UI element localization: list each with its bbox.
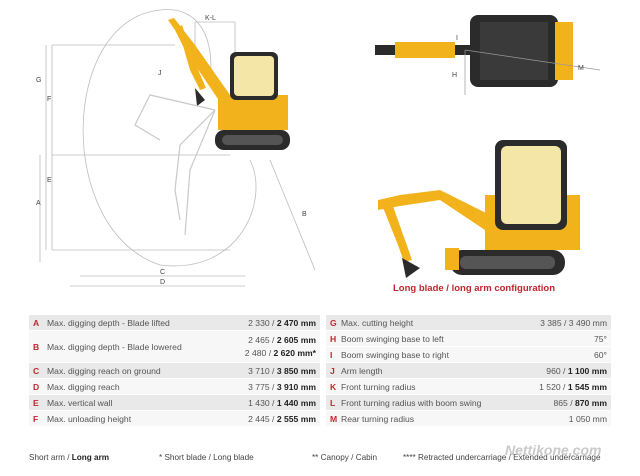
long-arm-excavator bbox=[378, 140, 580, 278]
side-excavator bbox=[168, 18, 290, 150]
label-d: D bbox=[160, 279, 165, 286]
label-m: M bbox=[578, 65, 584, 72]
reach-envelope bbox=[82, 9, 257, 267]
label-i: I bbox=[456, 35, 458, 42]
table-row: E Max. vertical wall 1 430 / 1 440 mm L … bbox=[29, 394, 611, 411]
label-j: J bbox=[158, 70, 162, 77]
footer-canopy: ** Canopy / Cabin bbox=[312, 453, 378, 462]
label-e: E bbox=[47, 177, 52, 184]
table-row: F Max. unloading height 2 445 / 2 555 mm… bbox=[29, 410, 611, 427]
table-row: I Boom swinging base to right 60° bbox=[29, 346, 611, 363]
label-f: F bbox=[47, 96, 51, 103]
label-g: G bbox=[36, 77, 41, 84]
table-row: B Max. digging depth - Blade lowered 2 4… bbox=[29, 330, 611, 363]
table-row: A Max. digging depth - Blade lifted 2 33… bbox=[29, 315, 611, 331]
label-h: H bbox=[452, 72, 457, 79]
footer-undercarriage: **** Retracted undercarriage / Extended … bbox=[403, 453, 601, 462]
footer-blade: * Short blade / Long blade bbox=[159, 453, 254, 462]
label-b: B bbox=[302, 211, 307, 218]
label-a: A bbox=[36, 200, 41, 207]
footer-arm: Short arm / Long arm bbox=[29, 453, 110, 462]
configuration-caption: Long blade / long arm configuration bbox=[393, 283, 556, 294]
spec-table: A Max. digging depth - Blade lifted 2 33… bbox=[29, 315, 611, 427]
table-row: D Max. digging reach 3 775 / 3 910 mm K … bbox=[29, 378, 611, 395]
dimension-diagram: K-L G F E A J B C D I H M bbox=[36, 9, 601, 287]
top-view-excavator bbox=[375, 15, 601, 95]
label-c: C bbox=[160, 269, 165, 276]
table-row: C Max. digging reach on ground 3 710 / 3… bbox=[29, 362, 611, 379]
label-kl: K-L bbox=[205, 15, 216, 22]
watermark-logo: Nettikone.com bbox=[505, 442, 602, 458]
